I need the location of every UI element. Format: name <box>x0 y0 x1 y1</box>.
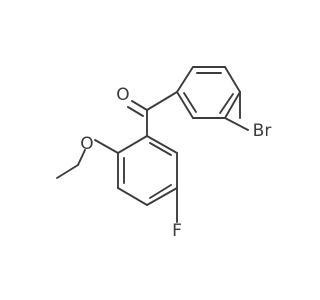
bond <box>149 142 172 156</box>
methoxy-oxygen-label: O <box>80 134 93 154</box>
bond <box>146 135 178 154</box>
bond <box>149 184 172 199</box>
bond <box>117 187 148 206</box>
bond <box>94 139 119 154</box>
bond <box>176 91 194 119</box>
molecule-structure-canvas: O Br O F <box>56 66 272 241</box>
bond <box>224 117 249 131</box>
fluorine-label: F <box>172 221 182 241</box>
bond <box>183 92 197 113</box>
bromine-label: Br <box>253 121 272 141</box>
carbonyl-oxygen-label: O <box>116 85 129 105</box>
fluoromethoxyphenyl-ring <box>117 135 178 206</box>
bond <box>131 100 148 111</box>
bond <box>117 135 148 154</box>
bond <box>146 91 178 111</box>
bond <box>224 91 241 119</box>
bond <box>219 93 234 114</box>
bond <box>77 149 86 166</box>
bond <box>56 164 79 179</box>
bond <box>127 106 144 117</box>
bond <box>176 66 194 93</box>
bromophenyl-ring <box>176 66 241 119</box>
bond <box>146 187 178 206</box>
bond <box>224 66 241 93</box>
